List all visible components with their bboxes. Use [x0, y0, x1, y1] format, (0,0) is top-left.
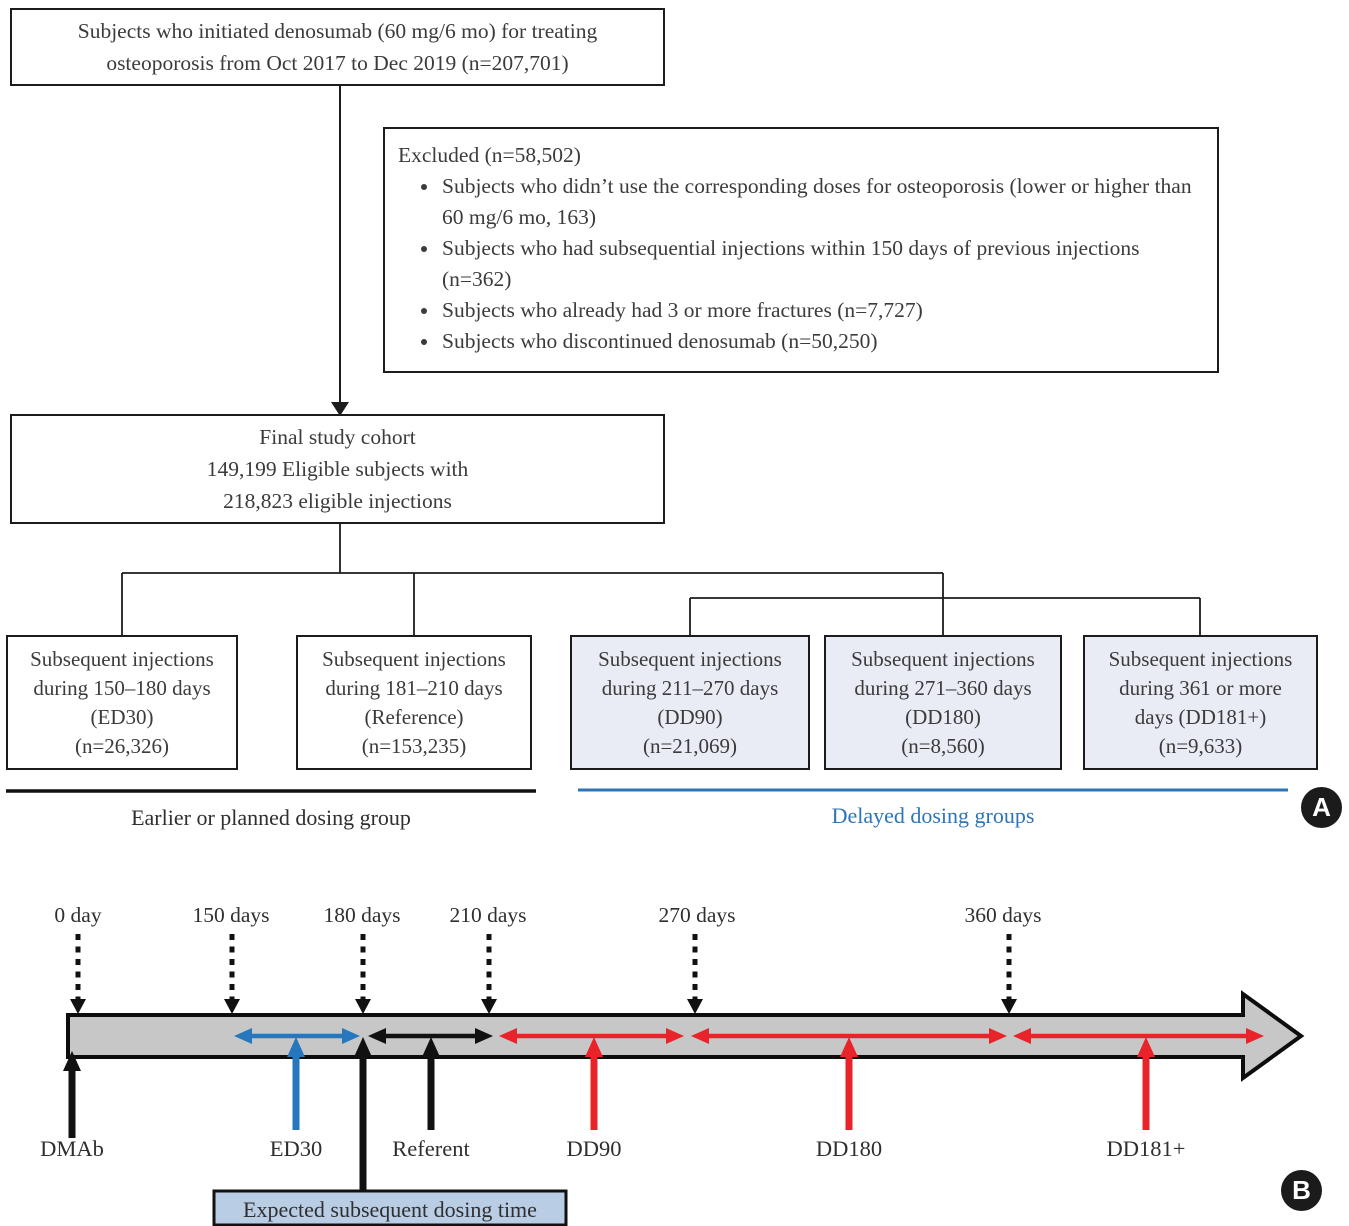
group-box-line: (ED30): [90, 704, 154, 729]
final-cohort-line: Final study cohort: [259, 425, 416, 449]
group-box-line: days (DD181+): [1134, 704, 1267, 729]
group-box-dd90: Subsequent injections during 211–270 day…: [570, 635, 810, 770]
dashed-arrowheads: [70, 999, 1017, 1014]
group-box-dd181plus: Subsequent injections during 361 or more…: [1083, 635, 1318, 770]
marker-arrow-expected: [354, 1037, 372, 1191]
excluded-bullet: Subjects who had subsequential injection…: [440, 233, 1201, 295]
expected-dosing-label: Expected subsequent dosing time: [243, 1197, 537, 1222]
group-box-line: during 211–270 days: [601, 675, 779, 700]
group-box-dd180: Subsequent injections during 271–360 day…: [824, 635, 1062, 770]
tick-label: 0 day: [54, 903, 101, 927]
group-box-line: Subsequent injections: [1108, 646, 1293, 671]
marker-arrow-dd180: [840, 1037, 858, 1130]
group-box-line: during 271–360 days: [854, 675, 1032, 700]
interval-dd180: [691, 1028, 1007, 1044]
group-box-line: during 150–180 days: [33, 675, 211, 700]
panel-a-badge: A: [1301, 787, 1342, 828]
flowchart-connectors: [6, 86, 1288, 793]
marker-arrow-dmab: [63, 1051, 81, 1138]
final-cohort-line: 149,199 Eligible subjects with: [206, 457, 469, 481]
marker-label-dd181plus: DD181+: [1107, 1136, 1186, 1161]
group-box-line: Subsequent injections: [598, 646, 782, 671]
marker-arrow-dd90: [585, 1037, 603, 1130]
group-box-line: Subsequent injections: [322, 646, 506, 671]
tick-label: 210 days: [449, 903, 526, 927]
group-box-line: Subsequent injections: [30, 646, 214, 671]
tick-label: 150 days: [192, 903, 269, 927]
marker-label-ed30: ED30: [270, 1136, 323, 1161]
tick-label: 270 days: [658, 903, 735, 927]
group-box-line: during 181–210 days: [325, 675, 503, 700]
group-box-line: (DD180): [905, 704, 981, 729]
expected-dosing-box: [212, 1189, 568, 1226]
excluded-bullet: Subjects who already had 3 or more fract…: [440, 295, 1201, 326]
timeline-bar-arrow: [66, 990, 1305, 1082]
marker-arrow-ed30: [287, 1037, 305, 1130]
marker-label-dd90: DD90: [567, 1136, 622, 1161]
group-box-line: during 361 or more: [1119, 675, 1282, 700]
marker-label-dd180: DD180: [816, 1136, 882, 1161]
interval-dd90: [499, 1028, 684, 1044]
earlier-group-label: Earlier or planned dosing group: [131, 805, 411, 830]
excluded-title: Excluded (n=58,502): [398, 143, 581, 167]
group-box-line: (n=21,069): [642, 733, 738, 758]
group-box-line: (n=9,633): [1158, 733, 1243, 758]
group-box-ed30: Subsequent injections during 150–180 day…: [6, 635, 238, 770]
final-cohort-line: 218,823 eligible injections: [223, 489, 452, 513]
excluded-bullet-list: Subjects who didn’t use the correspondin…: [398, 171, 1201, 357]
excluded-box: Excluded (n=58,502) Subjects who didn’t …: [383, 127, 1219, 373]
dosing-timeline: 0 day 150 days 180 days 210 days 270 day…: [40, 903, 1305, 1226]
excluded-bullet: Subjects who discontinued denosumab (n=5…: [440, 326, 1201, 357]
top-cohort-line: Subjects who initiated denosumab (60 mg/…: [77, 19, 598, 43]
group-box-line: Subsequent injections: [851, 646, 1035, 671]
dashed-tick-arrows: [75, 934, 1012, 1000]
tick-label: 360 days: [964, 903, 1041, 927]
marker-label-dmab: DMAb: [40, 1136, 104, 1161]
top-cohort-line: osteoporosis from Oct 2017 to Dec 2019 (…: [106, 51, 569, 75]
group-box-line: (DD90): [657, 704, 723, 729]
group-box-line: (Reference): [364, 704, 464, 729]
delayed-group-label: Delayed dosing groups: [831, 803, 1035, 828]
marker-arrow-dd181plus: [1137, 1037, 1155, 1130]
group-box-reference: Subsequent injections during 181–210 day…: [296, 635, 532, 770]
down-arrowhead-icon: [331, 402, 349, 416]
marker-arrow-referent: [422, 1037, 440, 1130]
interval-referent: [368, 1028, 493, 1044]
panel-b-badge: B: [1281, 1170, 1322, 1211]
interval-ed30: [234, 1028, 360, 1044]
final-cohort-box: Final study cohort 149,199 Eligible subj…: [10, 414, 665, 524]
excluded-bullet: Subjects who didn’t use the correspondin…: [440, 171, 1201, 233]
interval-dd181plus: [1013, 1028, 1264, 1044]
marker-label-referent: Referent: [392, 1136, 470, 1161]
branch-tree-lines: [121, 524, 1201, 635]
group-box-line: (n=8,560): [901, 733, 985, 758]
top-cohort-box: Subjects who initiated denosumab (60 mg/…: [10, 8, 665, 86]
group-box-line: (n=26,326): [74, 733, 170, 758]
tick-label: 180 days: [323, 903, 400, 927]
group-box-line: (n=153,235): [361, 733, 467, 758]
